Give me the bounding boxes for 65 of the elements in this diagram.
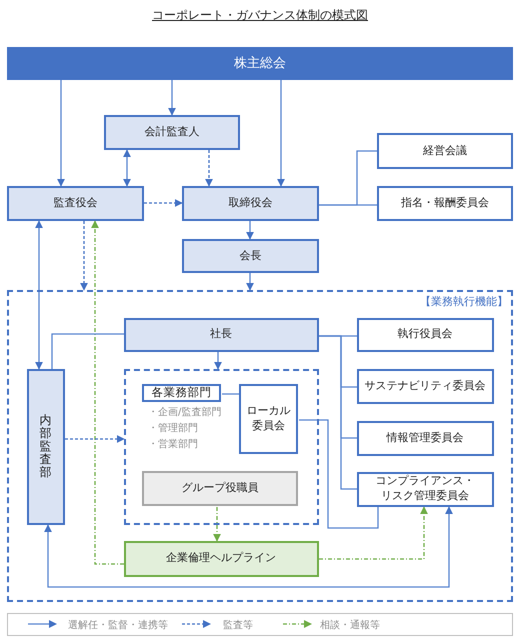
connector-line [51, 333, 124, 369]
legend-label: 相談・通報等 [320, 618, 380, 632]
diagram-title: コーポレート・ガバナンス体制の模式図 [152, 8, 368, 22]
node-label: 社長 [210, 327, 232, 342]
node-label: 経営会議 [423, 144, 467, 158]
org-box [182, 186, 319, 221]
connector-line [222, 393, 240, 395]
org-box [104, 115, 240, 150]
org-box [7, 186, 144, 221]
node-label: 監査役会 [54, 196, 98, 211]
org-box [356, 318, 494, 352]
node-label: 内部監査部 [40, 414, 52, 480]
node-label: グループ役職員 [182, 481, 258, 496]
arrow [35, 220, 43, 370]
node-label: 企業倫理ヘルプライン [166, 551, 276, 566]
node-label: 株主総会 [234, 54, 286, 72]
arrow [213, 507, 221, 542]
arrow [65, 435, 125, 443]
org-box [356, 368, 494, 404]
arrow [246, 221, 254, 240]
org-box [239, 384, 298, 454]
node-label: 会計監査人 [144, 125, 200, 140]
org-box [124, 318, 318, 352]
org-box [182, 239, 319, 273]
legend-label: 選解任・監督・連携等 [68, 618, 168, 632]
org-box [356, 472, 494, 506]
group-heading: 【業務執行機能】 [420, 295, 508, 310]
node-label: 情報管理委員会 [386, 430, 464, 446]
dashed-group-frame [124, 368, 318, 524]
arrow [91, 220, 124, 565]
arrow [80, 221, 88, 291]
arrow [319, 506, 428, 560]
arrow [168, 80, 176, 116]
node-label: 指名・報酬委員会 [401, 196, 489, 211]
node-label: サステナビリティ委員会 [364, 378, 486, 394]
node-label: 各業務部門 [152, 385, 212, 401]
header-bar [7, 47, 513, 80]
org-box [142, 384, 221, 402]
connector-line [319, 204, 377, 206]
list-item: ・管理部門 [148, 422, 198, 435]
org-box [377, 133, 513, 169]
org-box [377, 186, 513, 221]
node-label: 執行役員会 [398, 327, 452, 342]
connector-line [299, 419, 379, 529]
legend-label: 監査等 [223, 618, 253, 632]
helpline-box [124, 540, 318, 576]
node-label: 取締役会 [228, 196, 272, 211]
org-box [142, 471, 298, 506]
connector-line [319, 335, 357, 490]
arrow [246, 273, 254, 291]
node-label: コンプライアンス・リスク管理委員会 [374, 474, 476, 504]
arrow [57, 80, 65, 187]
list-item: ・営業部門 [148, 438, 198, 451]
arrow [123, 149, 131, 187]
dashed-group-frame [7, 290, 513, 602]
arrow [44, 506, 453, 588]
arrow [205, 150, 213, 187]
org-box [356, 420, 494, 456]
list-item: ・企画/監査部門 [148, 406, 222, 419]
arrow [214, 352, 222, 370]
node-label: ローカル委員会 [246, 404, 292, 434]
arrow [277, 80, 285, 187]
arrow [144, 199, 183, 207]
node-label: 会長 [240, 248, 262, 264]
org-box [26, 368, 64, 524]
